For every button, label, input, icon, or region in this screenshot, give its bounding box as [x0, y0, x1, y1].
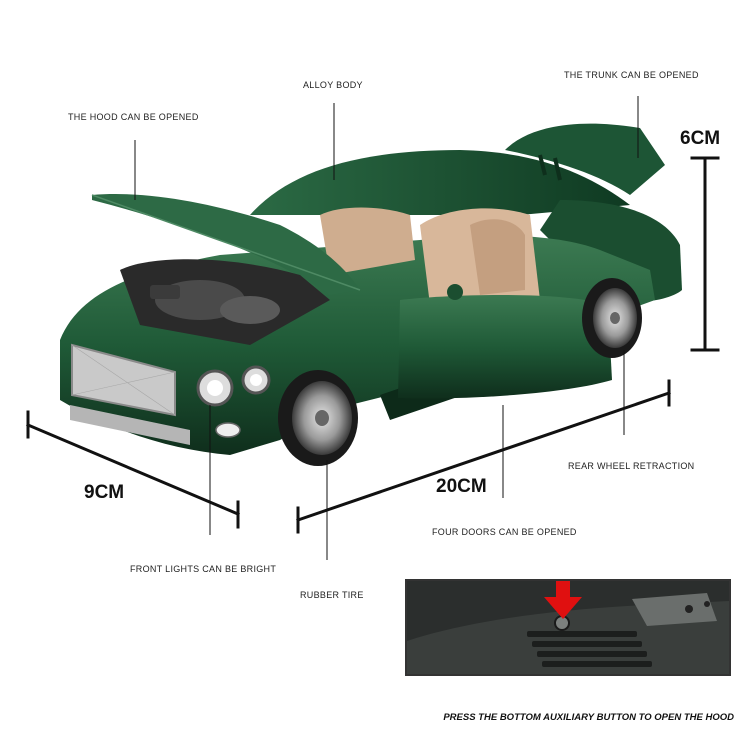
label-front-lights: FRONT LIGHTS CAN BE BRIGHT	[130, 564, 277, 574]
dimension-lines	[26, 156, 720, 534]
engine-bay	[120, 259, 330, 345]
red-arrow-icon	[544, 581, 582, 619]
label-four-doors: FOUR DOORS CAN BE OPENED	[432, 527, 577, 537]
label-hood: THE HOOD CAN BE OPENED	[68, 112, 199, 122]
hood-panel	[92, 194, 360, 295]
dimension-height: 6CM	[680, 128, 721, 149]
trunk-lid	[505, 123, 665, 195]
underside-inset	[405, 579, 731, 676]
label-trunk: THE TRUNK CAN BE OPENED	[564, 70, 699, 80]
auxiliary-button	[554, 615, 570, 631]
headlights	[196, 365, 271, 438]
front-grille	[70, 343, 190, 445]
car-interior	[320, 207, 540, 305]
label-alloy-body: ALLOY BODY	[303, 80, 363, 90]
label-rear-wheel: REAR WHEEL RETRACTION	[568, 461, 695, 471]
dimension-length: 20CM	[436, 476, 487, 497]
dimension-width: 9CM	[84, 482, 125, 503]
open-door	[398, 295, 612, 399]
underside-detail	[407, 581, 729, 674]
front-wheel	[278, 370, 358, 466]
label-rubber-tire: RUBBER TIRE	[300, 590, 364, 600]
hood-instruction-caption: PRESS THE BOTTOM AUXILIARY BUTTON TO OPE…	[443, 712, 734, 723]
rear-wheel	[582, 278, 642, 358]
